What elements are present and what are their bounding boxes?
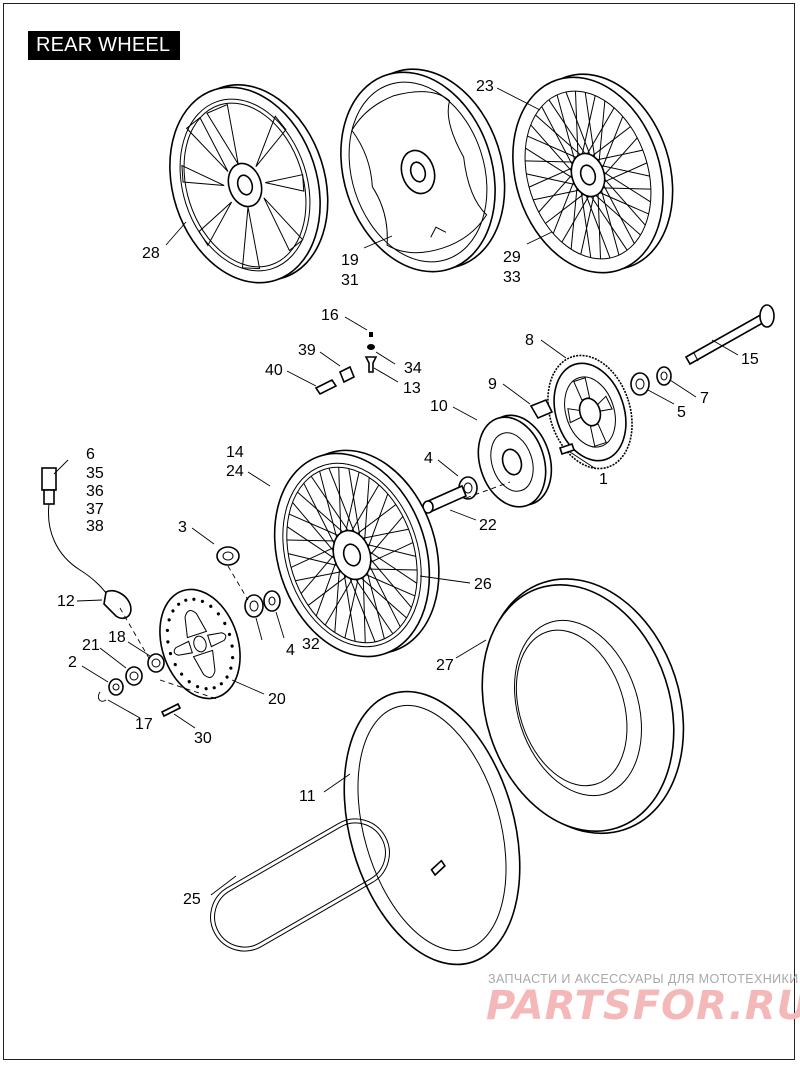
brake-rotor-20 [159, 588, 241, 700]
bolt-30 [160, 702, 182, 718]
callout-40: 40 [265, 362, 283, 379]
callout-37: 37 [86, 501, 104, 518]
callout-3: 3 [178, 519, 187, 536]
wheel-speed-sensor-6 [41, 467, 132, 620]
tire-27 [481, 578, 685, 835]
callout-14: 14 [226, 444, 244, 461]
clip-9 [529, 398, 554, 420]
main-wheel-14 [273, 449, 440, 658]
cast-wheel-28 [169, 84, 329, 284]
callout-27: 27 [436, 657, 454, 674]
callout-labels: 28 19 31 23 29 33 16 39 34 40 13 8 15 9 … [57, 78, 759, 908]
callout-4-lower: 4 [286, 642, 295, 659]
callout-34: 34 [404, 360, 422, 377]
callout-24: 24 [226, 463, 244, 480]
nut-2 [108, 678, 124, 696]
callout-5: 5 [677, 404, 686, 421]
spacer-22 [422, 484, 468, 514]
bolt-1 [558, 442, 576, 456]
callout-22: 22 [479, 517, 497, 534]
leader-lines [53, 87, 739, 896]
callout-29: 29 [503, 249, 521, 266]
axle-15 [684, 304, 775, 366]
callout-4-upper: 4 [424, 450, 433, 467]
diagram-frame [3, 3, 795, 1060]
callout-17: 17 [135, 716, 153, 733]
callout-25: 25 [183, 891, 201, 908]
callout-31: 31 [341, 272, 359, 289]
callout-19: 19 [341, 252, 359, 269]
inner-tube-11 [343, 690, 521, 966]
disc-wheel-19 [340, 68, 506, 273]
callout-2: 2 [68, 654, 77, 671]
callout-16: 16 [321, 307, 339, 324]
callout-26: 26 [474, 576, 492, 593]
assembly-lines [119, 481, 511, 701]
callout-21: 21 [82, 637, 100, 654]
callout-18: 18 [108, 629, 126, 646]
drive-belt-25 [210, 818, 390, 952]
callout-28: 28 [142, 245, 160, 262]
seal-3 [216, 546, 240, 566]
callout-10: 10 [430, 398, 448, 415]
sprocket-8 [547, 354, 633, 470]
spacer-18 [147, 653, 165, 673]
callout-11: 11 [299, 788, 316, 805]
callout-8: 8 [525, 332, 534, 349]
bearing-4-lower [244, 594, 264, 618]
spacer-7 [656, 366, 672, 386]
callout-6: 6 [86, 446, 95, 463]
callout-1: 1 [599, 471, 608, 488]
callout-15: 15 [741, 351, 759, 368]
callout-38: 38 [86, 518, 104, 535]
callout-20: 20 [268, 691, 286, 708]
watermark-logo: PARTSFOR.RU [486, 983, 800, 1029]
washer-21 [125, 666, 143, 686]
callout-23: 23 [476, 78, 494, 95]
spoke-wheel-29 [512, 73, 674, 274]
isolator-10 [477, 414, 553, 508]
bearing-32 [263, 590, 281, 612]
callout-7: 7 [700, 390, 709, 407]
callout-33: 33 [503, 269, 521, 286]
callout-9: 9 [488, 376, 497, 393]
callout-36: 36 [86, 483, 104, 500]
valve-hardware [314, 332, 378, 396]
clip-17 [97, 691, 107, 702]
watermark-tagline: ЗАПЧАСТИ И АКСЕССУАРЫ ДЛЯ МОТОТЕХНИКИ [488, 972, 799, 986]
callout-12: 12 [57, 593, 75, 610]
callout-35: 35 [86, 465, 104, 482]
callout-30: 30 [194, 730, 212, 747]
page-title: REAR WHEEL [28, 31, 181, 60]
spacer-5 [630, 372, 650, 396]
callout-39: 39 [298, 342, 316, 359]
callout-13: 13 [403, 380, 421, 397]
callout-32: 32 [302, 636, 320, 653]
